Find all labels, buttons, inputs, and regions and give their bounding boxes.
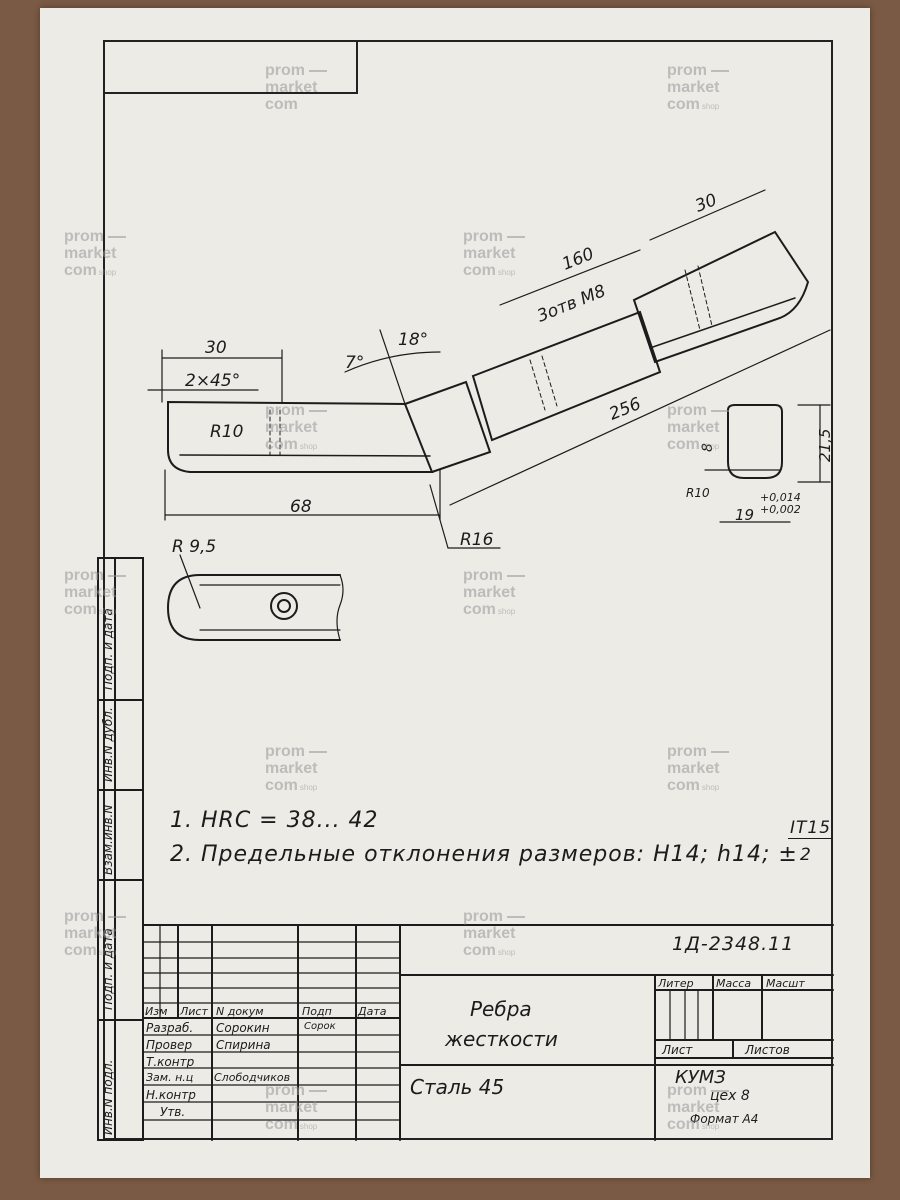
part-left-arm <box>167 400 434 473</box>
role-1: Провер <box>146 1038 193 1052</box>
part-name-line1: Ребра <box>470 997 532 1021</box>
dim-160: 160 <box>559 244 597 275</box>
dim-68: 68 <box>290 497 312 517</box>
hidden-holes <box>269 265 713 456</box>
dim-256: 256 <box>606 394 644 425</box>
format-label: Формат А4 <box>690 1112 759 1126</box>
col-date: Дата <box>358 1005 387 1018</box>
department: цех 8 <box>710 1088 750 1104</box>
side-strip <box>97 557 144 1141</box>
title-block-grid <box>142 924 834 1141</box>
dim-angle-18: 18° <box>398 330 428 350</box>
dim-8: 8 <box>700 443 716 452</box>
organization: КУМЗ <box>675 1067 726 1088</box>
role-3: Зам. н.ц <box>146 1071 194 1084</box>
dim-holes: 3отв М8 <box>534 281 608 327</box>
side-label-3: Взам.инв.N <box>101 804 115 875</box>
role-5: Утв. <box>160 1105 186 1119</box>
drawing-frame <box>103 40 833 1140</box>
note-hardness: 1. HRC = 38... 42 <box>170 808 379 833</box>
dim-r16: R16 <box>460 530 494 550</box>
dim-30-right: 30 <box>692 190 720 217</box>
col-sign: Подп <box>302 1005 332 1018</box>
doc-number: 1Д-2348.11 <box>672 933 795 955</box>
part-left-edge <box>179 454 431 457</box>
dimension-lines <box>147 189 831 549</box>
dim-tol-lower: +0,002 <box>760 503 801 516</box>
part-mid-section <box>471 310 662 442</box>
sheet-label: Лист <box>662 1043 693 1057</box>
role-0-sign: Сорок <box>304 1021 336 1032</box>
litera-header: Литер <box>658 977 694 990</box>
note-tolerances: 2. Предельные отклонения размеров: Н14; … <box>170 842 798 867</box>
dim-19: 19 <box>735 506 754 524</box>
col-doc: N докум <box>216 1005 264 1018</box>
note-it-denominator: 2 <box>800 845 812 865</box>
top-stamp-box <box>105 42 358 94</box>
scale-header: Масшт <box>766 977 805 990</box>
dim-angle-7: 7° <box>345 353 364 373</box>
role-2: Т.контр <box>146 1055 195 1069</box>
role-3-name: Слободчиков <box>214 1071 291 1084</box>
note-it-numerator: IT15 <box>788 818 834 839</box>
part-right-section <box>632 230 810 364</box>
role-4: Н.контр <box>146 1088 196 1102</box>
role-0-name: Сорокин <box>216 1021 270 1035</box>
material: Сталь 45 <box>410 1075 505 1099</box>
col-izm: Изм <box>145 1005 168 1018</box>
col-list: Лист <box>180 1005 208 1018</box>
dim-r10: R10 <box>210 422 243 442</box>
dim-r9-5: R 9,5 <box>172 537 216 557</box>
side-label-5: Инв.N подл. <box>101 1059 115 1135</box>
dim-chamfer: 2×45° <box>185 371 240 391</box>
part-bent-section <box>404 380 492 473</box>
cross-section <box>727 404 783 479</box>
role-1-name: Спирина <box>216 1038 271 1052</box>
dim-section-r10: R10 <box>686 486 710 500</box>
role-0: Разраб. <box>146 1021 194 1035</box>
dim-tol-upper: +0,014 <box>760 491 801 504</box>
part-right-edge <box>649 297 796 349</box>
sheets-label: Листов <box>745 1043 790 1057</box>
part-name-line2: жесткости <box>445 1027 558 1051</box>
side-label-1: Подп. и дата <box>101 608 115 690</box>
dim-30-left: 30 <box>205 338 227 358</box>
side-label-2: Инв.N дубл. <box>101 707 115 782</box>
dim-21-5: 21,5 <box>816 429 834 462</box>
mass-header: Масса <box>716 977 752 990</box>
hole-circle <box>270 592 298 620</box>
